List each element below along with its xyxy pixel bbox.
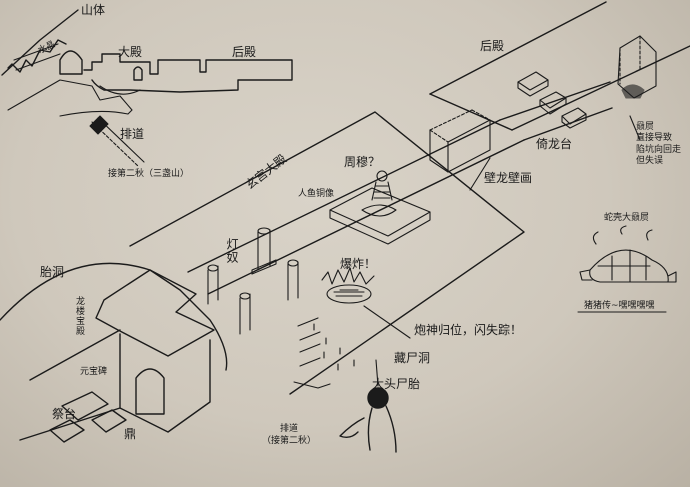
label-hall-rear-inset: 后殿 <box>232 45 257 59</box>
label-explosion: 爆炸！ <box>340 257 377 271</box>
label-mural: 壁龙壁画 <box>484 171 533 185</box>
label-lamp-slaves: 灯奴 <box>225 238 239 264</box>
pillars <box>207 227 299 335</box>
label-route-bottom: 排道 （接第二秋） <box>262 424 317 446</box>
dragon-tower <box>0 262 228 443</box>
gate-box <box>429 109 491 173</box>
label-stele: 元宝碑 <box>80 367 108 377</box>
label-dragon-hall: 龙楼宝殿 <box>74 296 84 336</box>
label-corpse-cave: 藏尸洞 <box>394 351 431 365</box>
tortoise <box>577 225 677 313</box>
label-rear-hall: 后殿 <box>480 39 505 53</box>
label-pit-note: 炮神归位，闪失踪！ <box>414 323 523 337</box>
platform-frame <box>129 111 525 395</box>
rear-tables <box>517 71 587 129</box>
label-turtle-note: 赑屃 直接导致 陷坑向回走 但失误 <box>636 122 682 166</box>
label-zhou-mu: 周穆？ <box>344 155 381 169</box>
label-tripod: 鼎 <box>124 427 137 441</box>
label-figures: 人鱼铜像 <box>298 189 335 199</box>
label-route: 排道 <box>120 127 145 141</box>
label-route-note: 接第二秋（三盏山） <box>108 169 190 179</box>
central-platform <box>329 170 431 245</box>
label-mountain: 山体 <box>81 3 106 17</box>
label-big-head: 大头尸胎 <box>372 377 421 391</box>
label-hall-main: 大殿 <box>118 45 143 59</box>
label-altar: 祭台 <box>52 407 77 421</box>
inset-route <box>89 115 145 167</box>
label-dragon-platform: 倚龙台 <box>536 137 573 151</box>
leader-lines <box>293 115 641 389</box>
rear-hall-plane <box>429 1 690 131</box>
label-cave: 胎洞 <box>40 265 65 279</box>
corpse-figures <box>297 317 355 371</box>
label-tortoise: 蛇壳大赑屃 <box>604 213 650 223</box>
rear-box <box>617 35 657 99</box>
corpse-figure <box>339 387 397 453</box>
inset-section <box>1 9 293 117</box>
fire-pit <box>321 267 375 304</box>
label-snore: 猪猪传~嘿嘿嘿嘿 <box>584 301 655 311</box>
